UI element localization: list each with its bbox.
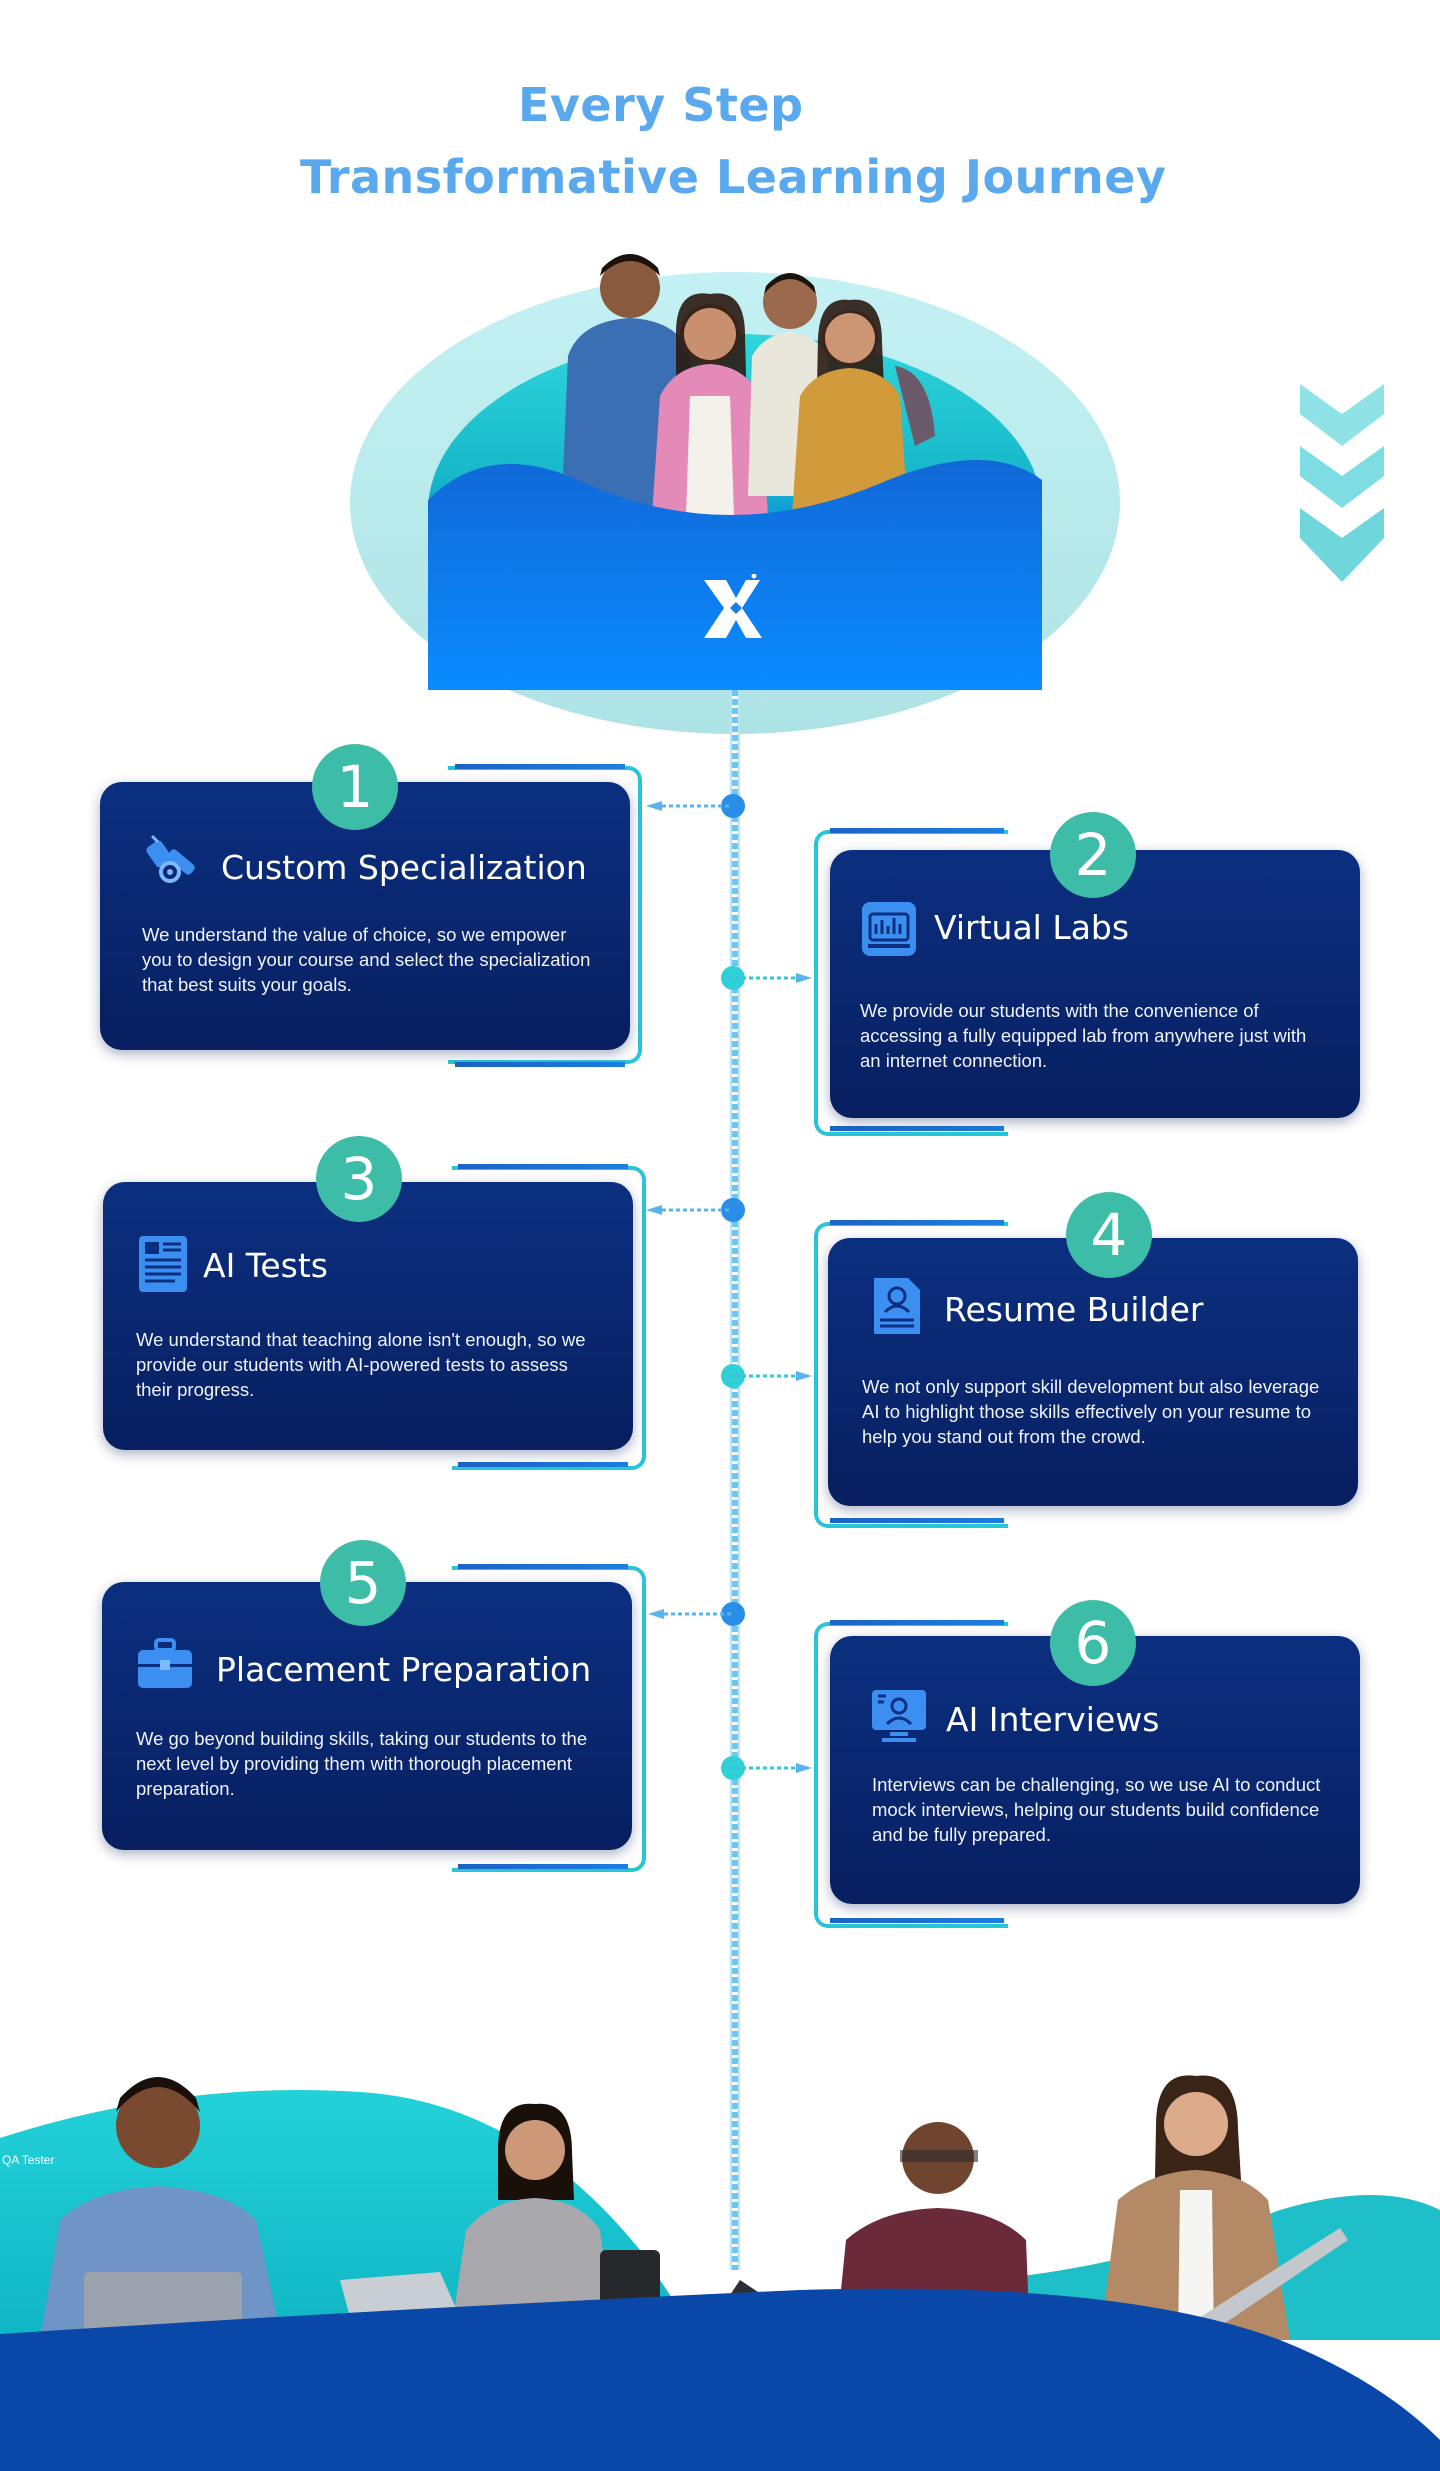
step-4-frame-accent-top: [830, 1220, 1004, 1225]
step-4-number-badge: 4: [1066, 1192, 1152, 1278]
timeline-line: [730, 690, 740, 2270]
hero-wave-shape: [428, 460, 1042, 690]
step-2-frame-accent-bottom: [830, 1126, 1004, 1131]
arrow-right-icon: [728, 1371, 812, 1381]
step-4-title: Resume Builder: [944, 1290, 1204, 1329]
step-6-description: Interviews can be challenging, so we use…: [872, 1774, 1321, 1845]
step-5-frame-accent-bottom: [458, 1864, 628, 1869]
step-2-description: We provide our students with the conveni…: [860, 1000, 1307, 1071]
step-5-frame-accent-top: [458, 1564, 628, 1569]
step-3-number-badge: 3: [316, 1136, 402, 1222]
step-1-description: We understand the value of choice, so we…: [142, 924, 591, 995]
step-5-description: We go beyond building skills, taking our…: [136, 1728, 588, 1799]
step-1-frame-accent-top: [455, 764, 625, 769]
step-6-title: AI Interviews: [946, 1700, 1160, 1739]
qa-tester-tag: QA Tester: [2, 2153, 55, 2167]
resume-icon: [874, 1278, 920, 1334]
step-2-number-badge: 2: [1050, 812, 1136, 898]
step-4-frame-accent-bottom: [830, 1518, 1004, 1523]
step-1-title: Custom Specialization: [221, 848, 587, 887]
virtual-lab-icon: [862, 902, 916, 956]
step-5-title: Placement Preparation: [216, 1650, 592, 1689]
bottom-people-scene: [0, 2075, 1440, 2471]
step-5-card: Placement Preparation We go beyond build…: [102, 1582, 632, 1850]
step-3-frame-accent-bottom: [458, 1462, 628, 1467]
interview-monitor-icon: [872, 1690, 926, 1742]
page-title-line-2: Transformative Learning Journey: [300, 150, 1167, 204]
step-4-description: We not only support skill development bu…: [862, 1376, 1320, 1447]
specialization-tools-icon: [146, 834, 195, 883]
step-6-number-badge: 6: [1050, 1600, 1136, 1686]
arrow-right-icon: [728, 1763, 812, 1773]
arrow-right-icon: [728, 973, 812, 983]
step-6-frame-accent-top: [830, 1620, 1004, 1625]
step-1-number-badge: 1: [312, 744, 398, 830]
step-3-card: AI Tests We understand that teaching alo…: [103, 1182, 633, 1450]
arrow-left-icon: [646, 801, 730, 811]
timeline-dot-4: [721, 1364, 745, 1388]
step-5-number-badge: 5: [320, 1540, 406, 1626]
brand-logo-icon: [704, 574, 762, 638]
page-title-line-1: Every Step: [518, 78, 804, 132]
timeline-dot-5: [721, 1602, 745, 1626]
arrow-left-icon: [646, 1205, 730, 1215]
test-sheet-icon: [139, 1236, 187, 1292]
arrow-left-icon: [648, 1609, 732, 1619]
chevron-down-decoration-icon: [1300, 384, 1384, 582]
step-4-card: Resume Builder We not only support skill…: [828, 1238, 1358, 1506]
briefcase-icon: [138, 1638, 192, 1688]
step-3-description: We understand that teaching alone isn't …: [136, 1329, 586, 1400]
step-3-frame-accent-top: [458, 1164, 628, 1169]
step-2-frame-accent-top: [830, 828, 1004, 833]
step-1-frame-accent-bottom: [455, 1062, 625, 1067]
step-6-frame-accent-bottom: [830, 1918, 1004, 1923]
timeline-dot-2: [721, 966, 745, 990]
step-3-title: AI Tests: [203, 1246, 328, 1285]
step-2-title: Virtual Labs: [934, 908, 1130, 947]
timeline-dot-6: [721, 1756, 745, 1780]
